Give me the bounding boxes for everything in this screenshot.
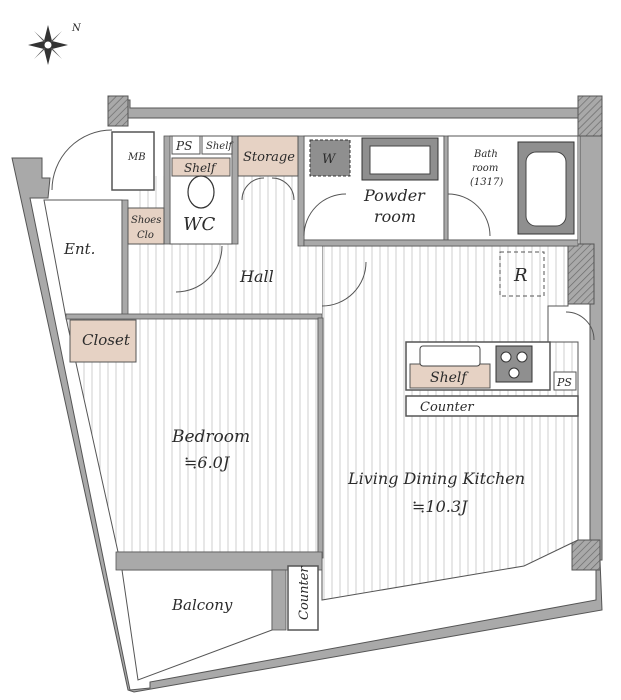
bedroom-name-label: Bedroom	[171, 427, 250, 447]
kitchen-door-icon	[565, 311, 595, 341]
entrance-label: Ent.	[63, 240, 95, 258]
powder-door-icon	[303, 193, 347, 237]
counter-kitchen-label: Counter	[420, 400, 474, 415]
ldk-floor	[321, 245, 579, 601]
bath-label-2: room	[472, 163, 498, 174]
closet-label: Closet	[82, 331, 131, 349]
compass-rose-icon: N	[28, 23, 82, 65]
shoes-label-1: Shoes	[131, 215, 161, 226]
powder-label-2: room	[374, 207, 416, 226]
hall-door-icon	[321, 261, 367, 307]
mb-label: MB	[127, 152, 146, 163]
north-label: N	[71, 23, 82, 34]
kitchen-sink-icon	[419, 345, 481, 367]
entrance-floor	[43, 199, 123, 319]
storage-door-icon	[241, 177, 265, 201]
ldk-name-label: Living Dining Kitchen	[347, 469, 525, 488]
outer-walls	[11, 95, 603, 693]
shoes-label-2: Clo	[137, 230, 154, 241]
shelf-wc-label: Shelf	[184, 161, 218, 175]
counter-vertical-bar	[287, 565, 319, 631]
washing-machine-icon	[309, 139, 351, 177]
bath-label-3: (1317)	[470, 177, 503, 188]
ps-kitchen-label: PS	[556, 376, 572, 389]
shelf-top-box	[201, 135, 233, 155]
bath-label-1: Bath	[473, 149, 498, 160]
mb-box	[111, 131, 155, 191]
fixtures	[187, 137, 575, 383]
shoes-closet-box	[127, 207, 165, 245]
ps-top-label: PS	[175, 139, 192, 153]
storage-door2-icon	[271, 177, 295, 201]
floor-areas	[43, 135, 579, 681]
hall-label: Hall	[239, 267, 274, 286]
shelf-kitchen-label: Shelf	[430, 370, 469, 386]
balcony-label: Balcony	[171, 596, 233, 614]
storage-label: Storage	[243, 150, 295, 165]
refrigerator-label: R	[513, 265, 528, 286]
ps-top-box	[171, 135, 201, 155]
ps-kitchen-box	[553, 371, 577, 391]
bath-door-icon	[447, 193, 491, 237]
inner-walls	[65, 135, 579, 631]
wc-label: WC	[183, 214, 216, 235]
wc-door-icon	[175, 245, 223, 293]
counter-bar	[405, 395, 579, 417]
entrance-door-icon	[51, 129, 113, 191]
toilet-icon	[187, 175, 215, 209]
refrigerator-icon	[499, 251, 545, 297]
ldk-size-label: ≒10.3J	[412, 497, 469, 516]
shelf-kitchen-box	[409, 363, 491, 389]
room-labels: MB PS Shelf Storage Shelf WC W Powder ro…	[63, 139, 572, 620]
closet-box	[69, 319, 137, 363]
counter-vertical-label: Counter	[297, 566, 312, 620]
powder-label-1: Powder	[363, 186, 426, 205]
w-label: W	[322, 152, 337, 167]
shelf-top-label: Shelf	[206, 141, 234, 152]
bedroom-size-label: ≒6.0J	[184, 453, 231, 472]
door-swings	[51, 129, 595, 341]
storage-box	[237, 135, 299, 177]
